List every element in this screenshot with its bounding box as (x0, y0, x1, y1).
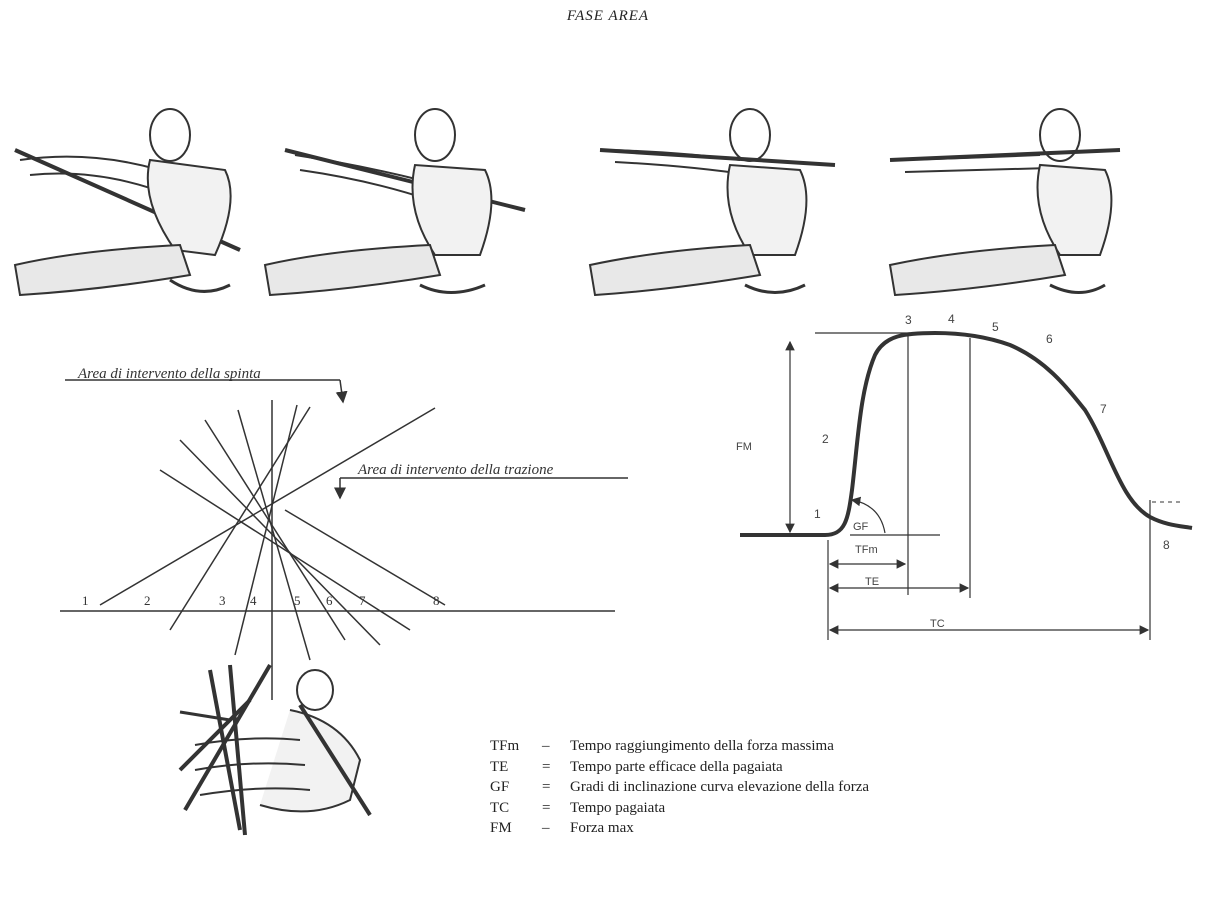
line-point-8: 8 (433, 593, 440, 608)
legend-row: TC = Tempo pagaiata (490, 798, 869, 819)
phase-7: 7 (1100, 402, 1107, 416)
push-area-label: Area di intervento della spinta (77, 366, 261, 382)
phase-1: 1 (814, 507, 821, 521)
page-title: FASE AREA (566, 8, 650, 24)
fm-label: FM (736, 441, 752, 453)
legend: TFm – Tempo raggiungimento della forza m… (490, 736, 869, 839)
phase-3: 3 (905, 313, 912, 327)
phase-6: 6 (1046, 332, 1053, 346)
phase-4: 4 (948, 312, 955, 326)
phase-8: 8 (1163, 538, 1170, 552)
legend-text: Tempo pagaiata (570, 799, 666, 816)
paddler-figure-1 (13, 108, 241, 297)
legend-abbr: TC (490, 799, 510, 816)
legend-sep: = (542, 799, 551, 816)
tc-label: TC (930, 618, 945, 630)
legend-abbr: TFm (490, 738, 520, 754)
paddler-figure-2 (263, 108, 526, 297)
force-curve-line (740, 330, 1193, 537)
paddler-figure-top-view (178, 663, 372, 836)
line-point-7: 7 (359, 593, 366, 608)
gf-label: GF (853, 521, 869, 533)
phase-5: 5 (992, 320, 999, 334)
stroke-lines-diagram (60, 379, 628, 700)
phase-2: 2 (822, 432, 829, 446)
pull-area-label: Area di intervento della trazione (357, 462, 554, 478)
legend-text: Tempo raggiungimento della forza massima (570, 738, 834, 754)
legend-row: FM – Forza max (490, 818, 869, 839)
legend-row: TE = Tempo parte efficace della pagaiata (490, 757, 869, 778)
legend-text: Tempo parte efficace della pagaiata (570, 758, 783, 775)
legend-abbr: GF (490, 779, 510, 795)
legend-row: GF = Gradi di inclinazione curva elevazi… (490, 777, 869, 798)
legend-abbr: FM (490, 820, 512, 836)
paddler-figure-4 (888, 108, 1121, 297)
line-point-5: 5 (294, 593, 301, 608)
paddler-figure-3 (588, 108, 836, 297)
legend-text: Forza max (570, 820, 634, 836)
legend-sep: = (542, 779, 551, 795)
legend-text: Gradi di inclinazione curva elevazione d… (570, 779, 870, 795)
legend-sep: – (542, 738, 550, 754)
line-point-4: 4 (250, 593, 257, 608)
line-point-2: 2 (144, 593, 151, 608)
legend-abbr: TE (490, 758, 509, 775)
line-point-1: 1 (82, 593, 89, 608)
legend-sep: = (542, 758, 551, 775)
legend-row: TFm – Tempo raggiungimento della forza m… (490, 736, 869, 757)
te-label: TE (865, 576, 879, 588)
line-point-3: 3 (219, 593, 226, 608)
tfm-label: TFm (855, 544, 878, 556)
line-point-6: 6 (326, 593, 333, 608)
legend-sep: – (542, 820, 550, 836)
force-curve-chart (740, 330, 1193, 640)
